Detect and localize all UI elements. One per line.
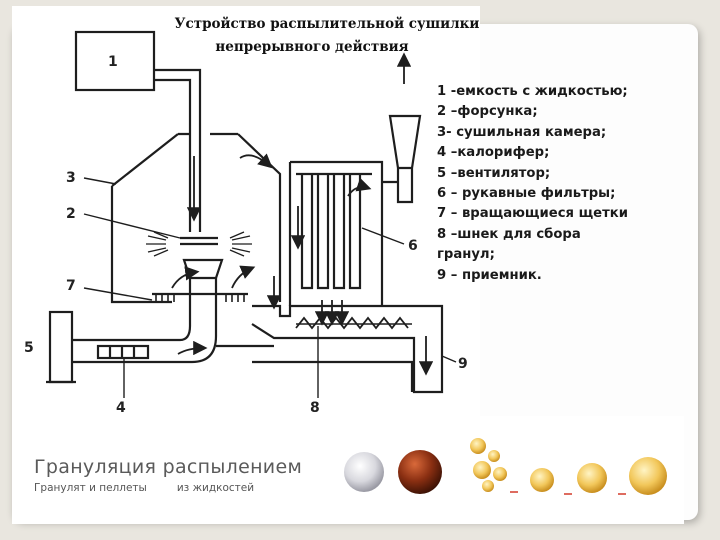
label-7: 7	[66, 278, 76, 294]
spray-dryer-diagram: 1 2 3 4 5 6 7 8 9	[24, 30, 468, 416]
bag-filters	[296, 172, 372, 290]
diagram-title-line1: Устройство распылительной сушилки	[174, 16, 480, 32]
legend-item: 6 – рукавные фильтры;	[437, 186, 616, 202]
discharge-line	[216, 344, 414, 392]
legend-item: 2 –форсунка;	[437, 104, 538, 120]
legend-item: 7 – вращающиеся щетки	[437, 206, 628, 222]
spray-pattern	[146, 231, 252, 257]
diagram-panel: 1 2 3 4 5 6 7 8 9 Устройство распылитель…	[12, 6, 480, 416]
label-8: 8	[310, 400, 320, 416]
legend-item: 3- сушильная камера;	[437, 124, 607, 140]
label-4: 4	[116, 400, 126, 416]
filter-housing	[288, 160, 384, 306]
drying-chamber	[110, 132, 282, 304]
supply-pipe	[154, 68, 202, 232]
legend-item: 1 -емкость с жидкостью;	[437, 84, 628, 99]
brown-pellet-icon	[398, 450, 442, 494]
diagram-title-line2: непрерывного действия	[215, 39, 409, 55]
label-6: 6	[408, 238, 418, 254]
legend-item: 4 –калорифер;	[437, 145, 550, 161]
label-1: 1	[108, 54, 118, 70]
legend-item: 8 –шнек для сбора	[437, 226, 581, 242]
droplet-sequence-icon	[470, 438, 667, 495]
outlet-cyclone	[382, 114, 422, 204]
subtitle-left: Гранулят и пеллеты	[34, 482, 147, 494]
label-3: 3	[66, 170, 76, 186]
legend-item: гранул;	[437, 247, 495, 263]
screw-conveyor	[295, 316, 409, 330]
liquid-tank	[74, 30, 156, 92]
legend: 1 -емкость с жидкостью; 2 –форсунка; 3- …	[437, 82, 707, 286]
label-2: 2	[66, 206, 76, 222]
label-5: 5	[24, 340, 34, 356]
legend-item: 5 –вентилятор;	[437, 165, 551, 181]
white-granule-icon	[344, 452, 384, 492]
screw-trough	[251, 304, 444, 394]
granulation-banner: Грануляция распылением Гранулят и пеллет…	[12, 416, 684, 524]
label-9: 9	[458, 356, 468, 372]
subtitle-right: из жидкостей	[176, 482, 255, 494]
air-duct	[72, 278, 218, 364]
legend-item: 9 – приемник.	[437, 267, 542, 283]
granules-illustration	[344, 438, 667, 495]
fan	[48, 310, 74, 384]
granulation-subtitle: Гранулят и пеллеты из жидкостей	[34, 482, 254, 494]
hopper	[182, 258, 224, 280]
granulation-title: Грануляция распылением	[34, 456, 303, 478]
